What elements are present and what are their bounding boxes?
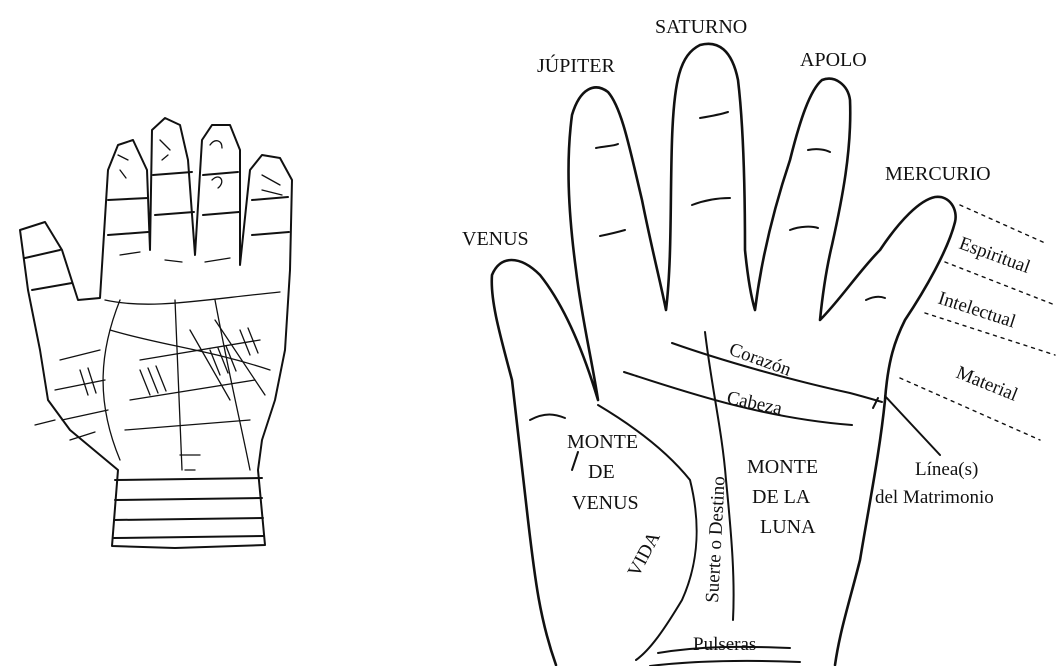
label-saturno: SATURNO (655, 16, 747, 38)
label-pulseras: Pulseras (693, 634, 756, 655)
label-corazon: Corazón (726, 339, 794, 381)
label-material: Material (953, 362, 1021, 406)
label-monte-venus-2: DE (588, 461, 615, 483)
label-venus: VENUS (462, 228, 529, 250)
label-monte-luna-1: MONTE (747, 456, 818, 478)
antique-palm-chart (20, 118, 292, 548)
label-vida: VIDA (624, 528, 665, 580)
label-matrimonio-2: del Matrimonio (875, 487, 994, 508)
label-monte-luna-3: LUNA (760, 516, 816, 538)
label-matrimonio-1: Línea(s) (915, 459, 978, 480)
label-cabeza: Cabeza (725, 387, 785, 419)
label-monte-venus-3: VENUS (572, 492, 639, 514)
label-mercurio: MERCURIO (885, 163, 991, 185)
labelled-hand-diagram: SATURNO JÚPITER APOLO MERCURIO VENUS Esp… (462, 16, 1055, 666)
label-destino: Suerte o Destino (702, 476, 730, 604)
label-intelectual: Intelectual (935, 288, 1018, 333)
label-apolo: APOLO (800, 49, 867, 71)
label-monte-venus-1: MONTE (567, 431, 638, 453)
label-monte-luna-2: DE LA (752, 486, 811, 508)
label-jupiter: JÚPITER (537, 53, 615, 77)
